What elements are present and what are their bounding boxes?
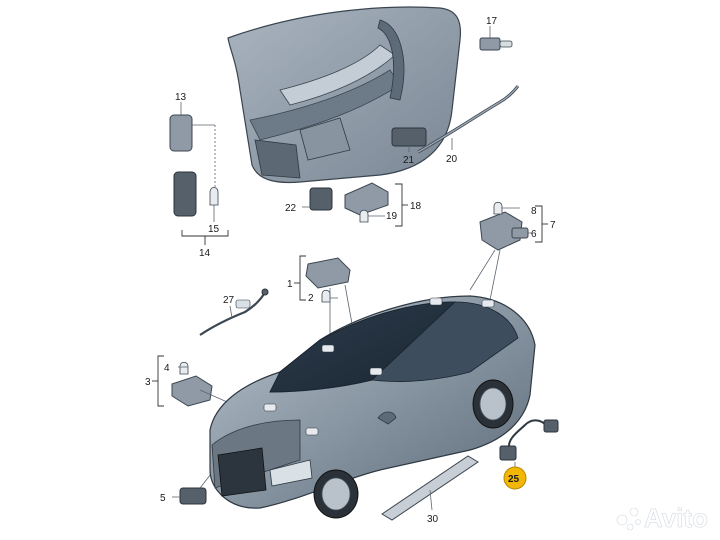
part-13-lamp	[169, 102, 216, 200]
part-25-harness	[499, 419, 559, 468]
callout-4: 4	[164, 363, 170, 374]
callout-30: 30	[427, 514, 439, 525]
callout-19: 19	[386, 211, 398, 222]
part-21-switch	[391, 127, 427, 152]
callout-25-highlight: 25	[503, 466, 527, 490]
callout-17: 17	[486, 16, 498, 27]
part-17-bulb	[479, 26, 513, 51]
callout-labels: 17 13 21 20 15 14 22 18 19 8 6 7 1 2 27 …	[145, 16, 556, 525]
callout-6: 6	[531, 229, 537, 240]
part-27-cable	[199, 288, 269, 336]
car-body-illustration	[209, 295, 536, 519]
callout-7: 7	[550, 220, 556, 231]
callout-22: 22	[285, 203, 297, 214]
part-7-light-unit	[469, 201, 532, 301]
part-20-wire-strip	[417, 85, 520, 154]
callout-20: 20	[446, 154, 458, 165]
avito-watermark: Avito	[616, 503, 708, 533]
callout-5: 5	[160, 493, 166, 504]
callout-8: 8	[531, 206, 537, 217]
callout-18: 18	[410, 201, 422, 212]
callout-25: 25	[508, 474, 520, 485]
callout-1: 1	[287, 279, 293, 290]
part-14-lamp-assembly	[173, 171, 219, 222]
avito-logo-icon	[616, 507, 641, 531]
callout-21: 21	[403, 155, 415, 166]
avito-watermark-text: Avito	[644, 503, 708, 533]
part-22-lamp	[302, 187, 333, 211]
callout-15: 15	[208, 224, 220, 235]
brackets	[152, 183, 548, 407]
callout-14: 14	[199, 248, 211, 259]
callout-27: 27	[223, 295, 235, 306]
callout-2: 2	[308, 293, 314, 304]
callout-13: 13	[175, 92, 187, 103]
callout-3: 3	[145, 377, 151, 388]
part-5-lamp	[172, 464, 219, 505]
part-18-light-unit	[344, 182, 389, 223]
part-30-sill-strip	[381, 455, 479, 521]
door-trim-panel	[227, 6, 462, 184]
